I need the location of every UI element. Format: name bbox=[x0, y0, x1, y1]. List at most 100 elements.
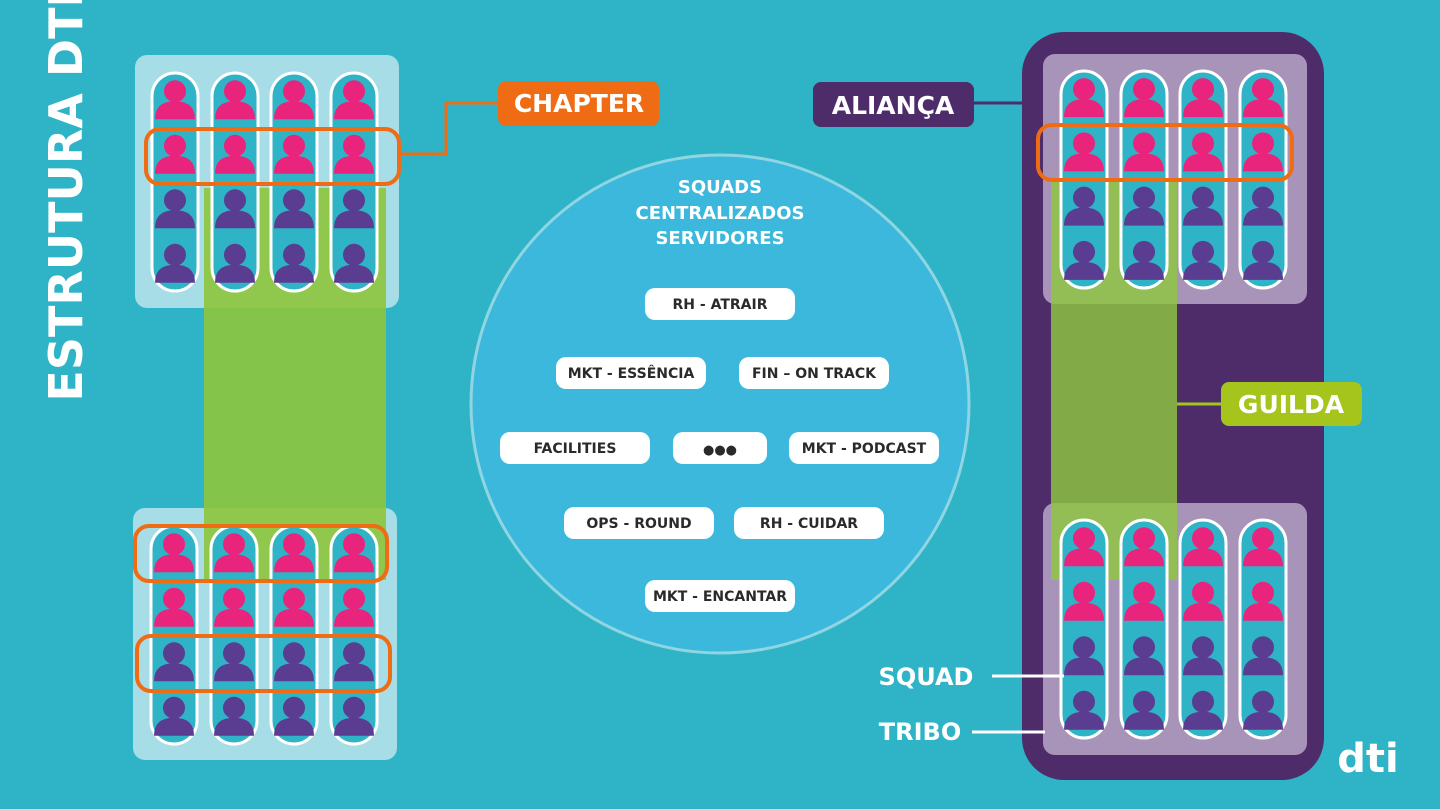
person-icon bbox=[274, 533, 314, 573]
person-icon bbox=[1124, 240, 1164, 280]
person-icon bbox=[1243, 78, 1283, 118]
person-icon bbox=[1124, 186, 1164, 226]
pill-mkt-essencia: MKT - ESSÊNCIA bbox=[556, 357, 706, 389]
squad-column-right-bottom-3 bbox=[1178, 518, 1228, 740]
person-icon bbox=[1064, 186, 1104, 226]
person-icon bbox=[274, 189, 314, 229]
person-icon bbox=[1183, 690, 1223, 730]
alianca-tag: ALIANÇA bbox=[813, 82, 974, 127]
person-icon bbox=[1243, 240, 1283, 280]
pill-mkt-encantar: MKT - ENCANTAR bbox=[645, 580, 795, 612]
person-icon bbox=[334, 80, 374, 120]
person-icon bbox=[155, 134, 195, 174]
circle-title-line-1: SQUADS bbox=[678, 177, 762, 198]
vertical-title: ESTRUTURA DTI bbox=[39, 0, 93, 402]
pill-mkt-podcast: MKT - PODCAST bbox=[789, 432, 939, 464]
pill-fin-on-track-label: FIN – ON TRACK bbox=[752, 366, 877, 382]
person-icon bbox=[334, 696, 374, 736]
squad-column-right-bottom-2 bbox=[1119, 518, 1169, 740]
pill-mkt-encantar-label: MKT - ENCANTAR bbox=[653, 589, 787, 605]
person-icon bbox=[1243, 186, 1283, 226]
tribo-label: TRIBO bbox=[879, 718, 961, 746]
chapter-highlight-left-top bbox=[144, 127, 401, 186]
chapter-highlight-left-bottom-2 bbox=[135, 634, 392, 693]
person-icon bbox=[334, 243, 374, 283]
person-icon bbox=[334, 134, 374, 174]
person-icon bbox=[154, 642, 194, 682]
person-icon bbox=[1064, 636, 1104, 676]
person-icon bbox=[1243, 636, 1283, 676]
person-icon bbox=[215, 134, 255, 174]
person-icon bbox=[274, 243, 314, 283]
squad-column-right-bottom-1 bbox=[1059, 518, 1109, 740]
pill-fin-on-track: FIN – ON TRACK bbox=[739, 357, 889, 389]
chapter-highlight-left-bottom-1 bbox=[133, 524, 389, 583]
pill-rh-atrair-label: RH - ATRAIR bbox=[673, 297, 768, 313]
person-icon bbox=[1064, 78, 1104, 118]
person-icon bbox=[1183, 581, 1223, 621]
chapter-highlight-right-top bbox=[1036, 123, 1294, 182]
person-icon bbox=[334, 587, 374, 627]
person-icon bbox=[1124, 581, 1164, 621]
pill-more-label: ●●● bbox=[703, 443, 737, 458]
person-icon bbox=[274, 587, 314, 627]
person-icon bbox=[154, 533, 194, 573]
person-icon bbox=[1064, 240, 1104, 280]
person-icon bbox=[215, 243, 255, 283]
person-icon bbox=[1183, 240, 1223, 280]
person-icon bbox=[1243, 581, 1283, 621]
dti-logo: dti bbox=[1337, 736, 1398, 782]
person-icon bbox=[214, 642, 254, 682]
person-icon bbox=[334, 533, 374, 573]
person-icon bbox=[155, 80, 195, 120]
person-icon bbox=[1243, 690, 1283, 730]
person-icon bbox=[1183, 186, 1223, 226]
person-icon bbox=[1183, 527, 1223, 567]
person-icon bbox=[274, 80, 314, 120]
person-icon bbox=[1183, 78, 1223, 118]
chapter-tag: CHAPTER bbox=[498, 81, 659, 126]
person-icon bbox=[214, 696, 254, 736]
alianca-tag-label: ALIANÇA bbox=[832, 91, 955, 120]
person-icon bbox=[1183, 132, 1223, 172]
pill-ops-round: OPS - ROUND bbox=[564, 507, 714, 539]
person-icon bbox=[1124, 690, 1164, 730]
pill-rh-cuidar-label: RH - CUIDAR bbox=[760, 516, 858, 532]
person-icon bbox=[1124, 636, 1164, 676]
person-icon bbox=[155, 243, 195, 283]
person-icon bbox=[1243, 132, 1283, 172]
person-icon bbox=[154, 587, 194, 627]
pill-mkt-podcast-label: MKT - PODCAST bbox=[802, 441, 927, 457]
person-icon bbox=[214, 533, 254, 573]
squad-label: SQUAD bbox=[879, 663, 974, 691]
pill-facilities: FACILITIES bbox=[500, 432, 650, 464]
person-icon bbox=[214, 587, 254, 627]
person-icon bbox=[274, 642, 314, 682]
person-icon bbox=[1124, 527, 1164, 567]
person-icon bbox=[274, 134, 314, 174]
person-icon bbox=[334, 642, 374, 682]
person-icon bbox=[215, 80, 255, 120]
pill-rh-cuidar: RH - CUIDAR bbox=[734, 507, 884, 539]
circle-title-line-2: CENTRALIZADOS bbox=[636, 203, 805, 224]
person-icon bbox=[1124, 132, 1164, 172]
guilda-tag: GUILDA bbox=[1221, 382, 1362, 426]
person-icon bbox=[334, 189, 374, 229]
person-icon bbox=[274, 696, 314, 736]
chapter-tag-label: CHAPTER bbox=[514, 89, 644, 118]
person-icon bbox=[215, 189, 255, 229]
circle-title-line-3: SERVIDORES bbox=[655, 228, 784, 249]
person-icon bbox=[1064, 690, 1104, 730]
pill-more: ●●● bbox=[673, 432, 767, 464]
person-icon bbox=[1064, 527, 1104, 567]
guilda-tag-label: GUILDA bbox=[1238, 390, 1345, 419]
person-icon bbox=[1183, 636, 1223, 676]
pill-rh-atrair: RH - ATRAIR bbox=[645, 288, 795, 320]
person-icon bbox=[154, 696, 194, 736]
person-icon bbox=[1124, 78, 1164, 118]
pill-facilities-label: FACILITIES bbox=[534, 441, 617, 457]
person-icon bbox=[155, 189, 195, 229]
chapter-connector-line bbox=[399, 101, 499, 156]
pill-ops-round-label: OPS - ROUND bbox=[586, 516, 691, 532]
